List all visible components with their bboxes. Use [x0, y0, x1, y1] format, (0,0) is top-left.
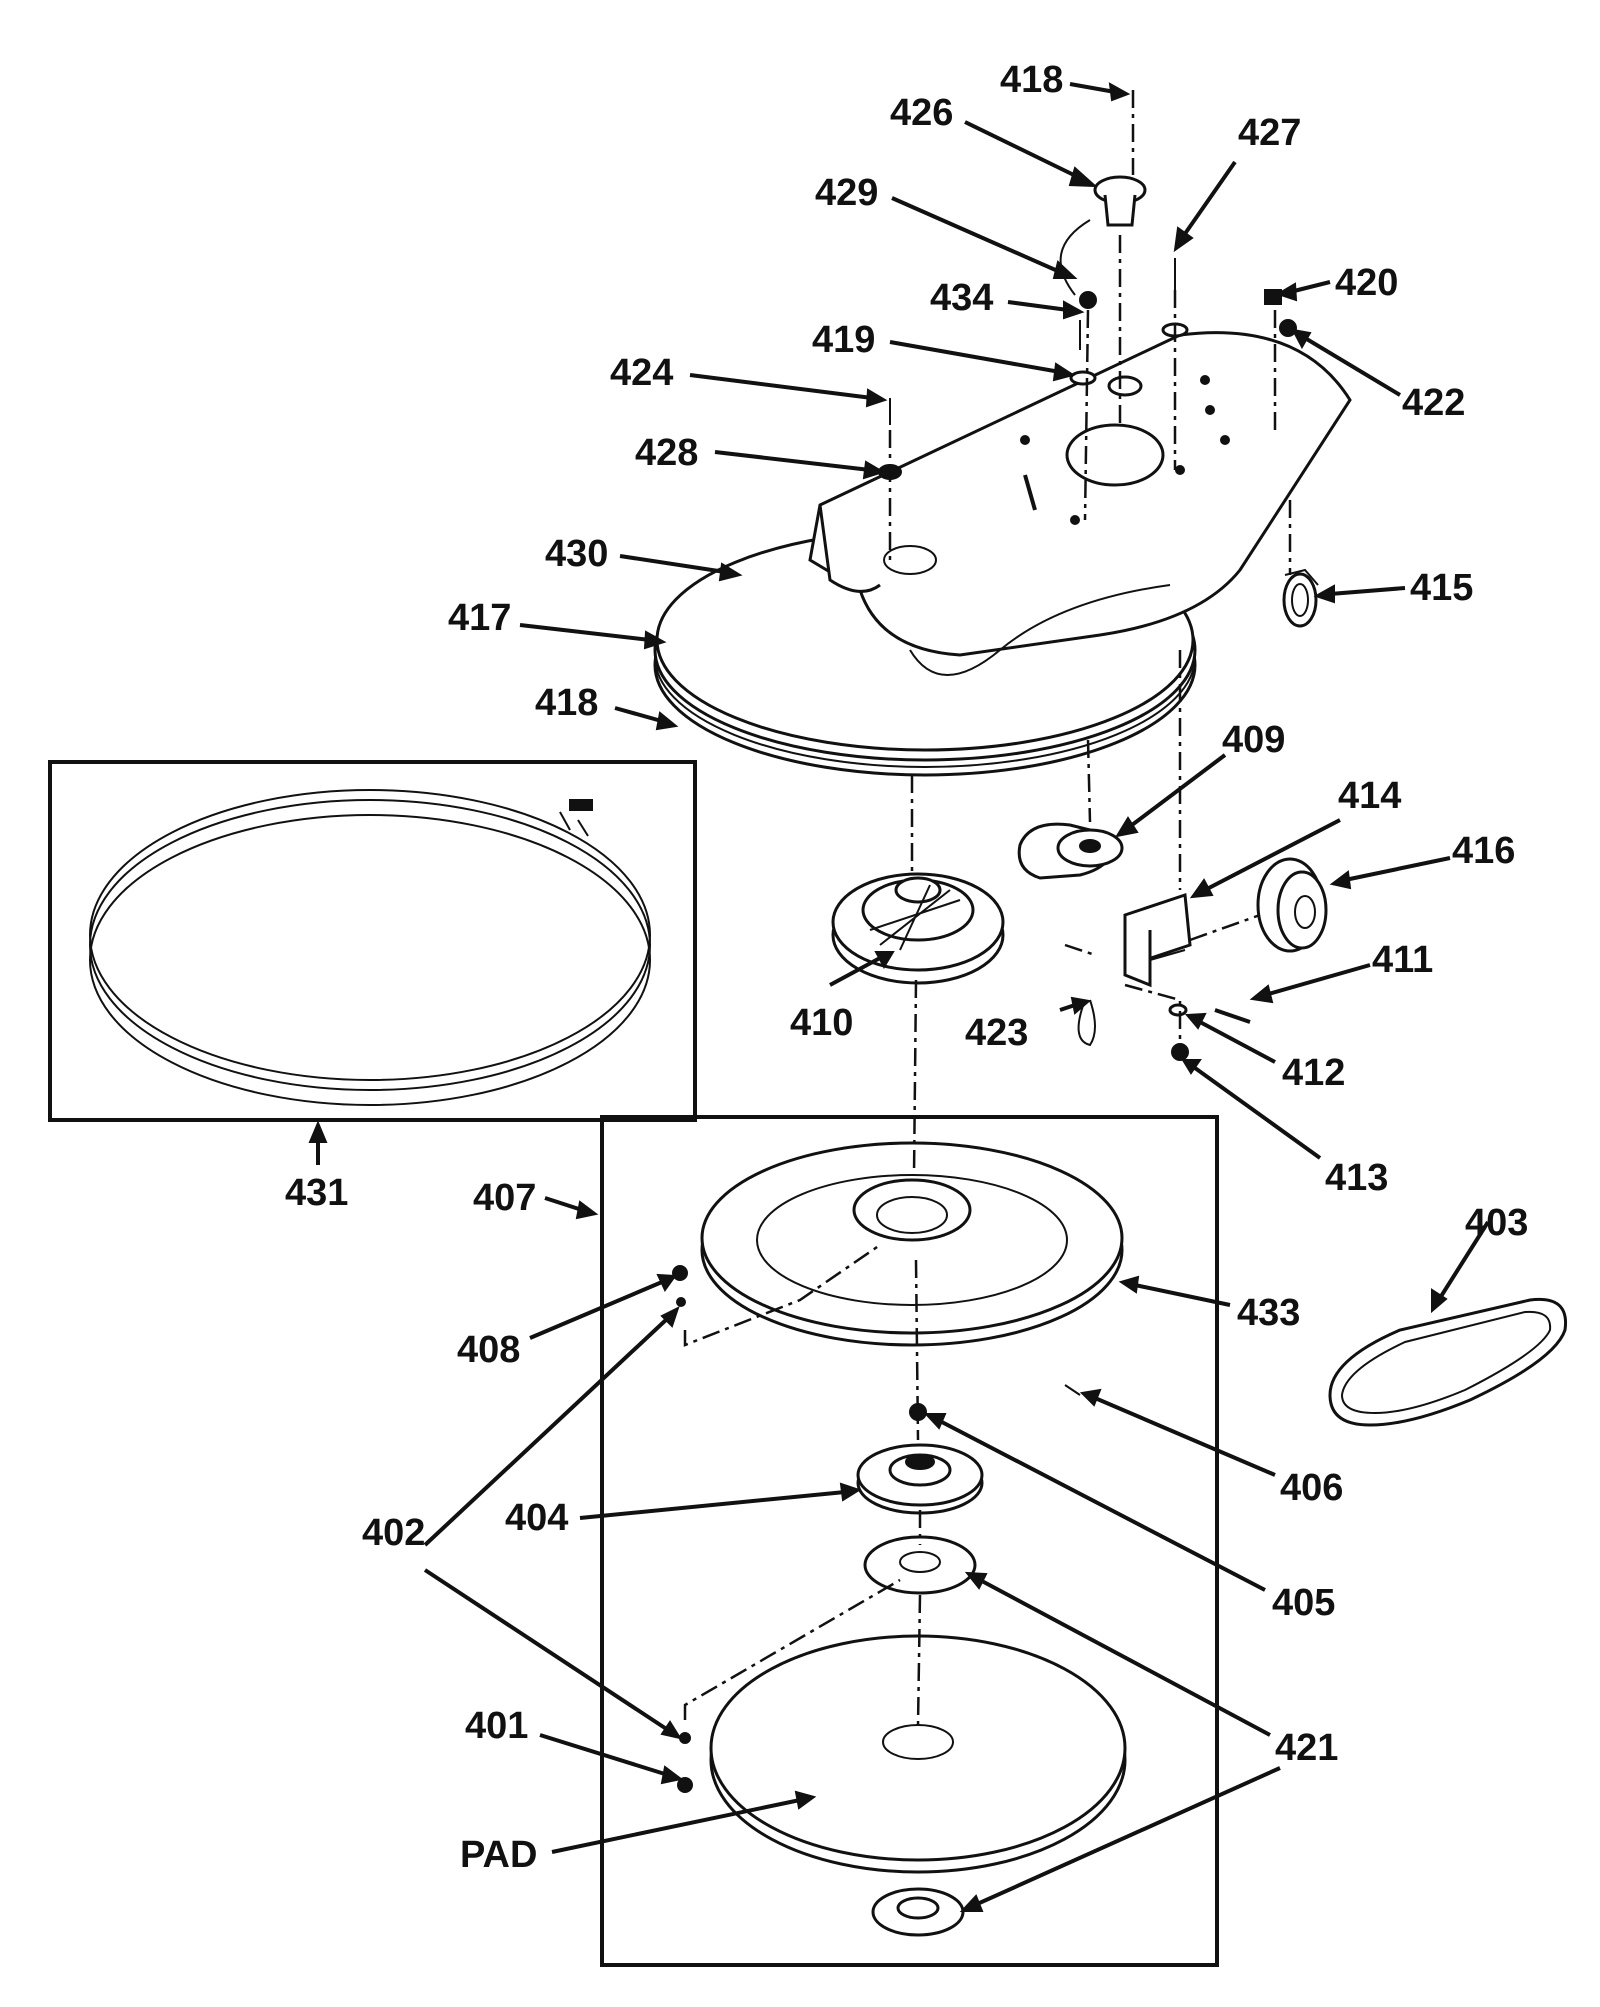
label-407: 407: [473, 1177, 536, 1219]
label-pad: PAD: [460, 1834, 537, 1876]
label-409: 409: [1222, 719, 1285, 761]
label-403: 403: [1465, 1202, 1528, 1244]
part-433-platter: [700, 1141, 1124, 1347]
part-411-pin: [1214, 1008, 1251, 1024]
part-426-knob: [1093, 175, 1147, 227]
label-411: 411: [1372, 939, 1433, 981]
part-431-ring: [89, 789, 651, 1106]
part-412-washer: [1168, 1003, 1188, 1017]
label-421: 421: [1275, 1727, 1338, 1769]
label-424: 424: [610, 352, 673, 394]
part-420-nut: [1264, 289, 1282, 305]
label-420: 420: [1335, 262, 1398, 304]
label-419: 419: [812, 319, 875, 361]
label-404: 404: [505, 1497, 568, 1539]
label-402: 402: [362, 1512, 425, 1554]
part-pad-disc: [709, 1634, 1127, 1874]
label-405: 405: [1272, 1582, 1335, 1624]
part-414-bracket: [1123, 892, 1192, 988]
label-430: 430: [545, 533, 608, 575]
part-410-pulley: [831, 872, 1005, 985]
label-429: 429: [815, 172, 878, 214]
label-426: 426: [890, 92, 953, 134]
part-402-washer-lower: [679, 1732, 691, 1744]
label-428: 428: [635, 432, 698, 474]
part-403-belt: [1328, 1297, 1568, 1427]
part-421-washer-top: [863, 1535, 977, 1595]
label-408: 408: [457, 1329, 520, 1371]
part-404-hub: [856, 1443, 984, 1515]
part-408-nut: [672, 1265, 688, 1281]
label-415: 415: [1410, 567, 1473, 609]
label-427: 427: [1238, 112, 1301, 154]
leader-lines: [308, 82, 1490, 1912]
label-418-top: 418: [1000, 59, 1063, 101]
label-433: 433: [1237, 1292, 1300, 1334]
inset-box-431: [48, 760, 697, 1122]
label-422: 422: [1402, 382, 1465, 424]
part-415-caster: [1282, 568, 1319, 628]
label-434: 434: [930, 277, 993, 319]
part-413-nut: [1171, 1043, 1189, 1061]
label-416: 416: [1452, 830, 1515, 872]
part-421-washer-bottom: [871, 1887, 965, 1937]
part-401-nut: [677, 1777, 693, 1793]
label-412: 412: [1282, 1052, 1345, 1094]
part-409-idler: [1017, 822, 1124, 880]
label-418-mid: 418: [535, 682, 598, 724]
label-413: 413: [1325, 1157, 1388, 1199]
part-416-wheel: [1256, 857, 1328, 953]
label-410: 410: [790, 1002, 853, 1044]
label-431: 431: [285, 1172, 348, 1214]
part-429-cord: [1059, 219, 1091, 296]
label-417: 417: [448, 597, 511, 639]
part-402-washer: [676, 1297, 686, 1307]
part-422-washer: [1279, 319, 1297, 337]
inset-box-407: [600, 1115, 1219, 1967]
part-top-plate: [808, 331, 1352, 676]
part-423-clip: [1077, 999, 1096, 1047]
part-434-nut: [1079, 291, 1097, 309]
label-401: 401: [465, 1705, 528, 1747]
label-414: 414: [1338, 775, 1401, 817]
part-406-screw: [1064, 1384, 1081, 1396]
label-423: 423: [965, 1012, 1028, 1054]
label-406: 406: [1280, 1467, 1343, 1509]
